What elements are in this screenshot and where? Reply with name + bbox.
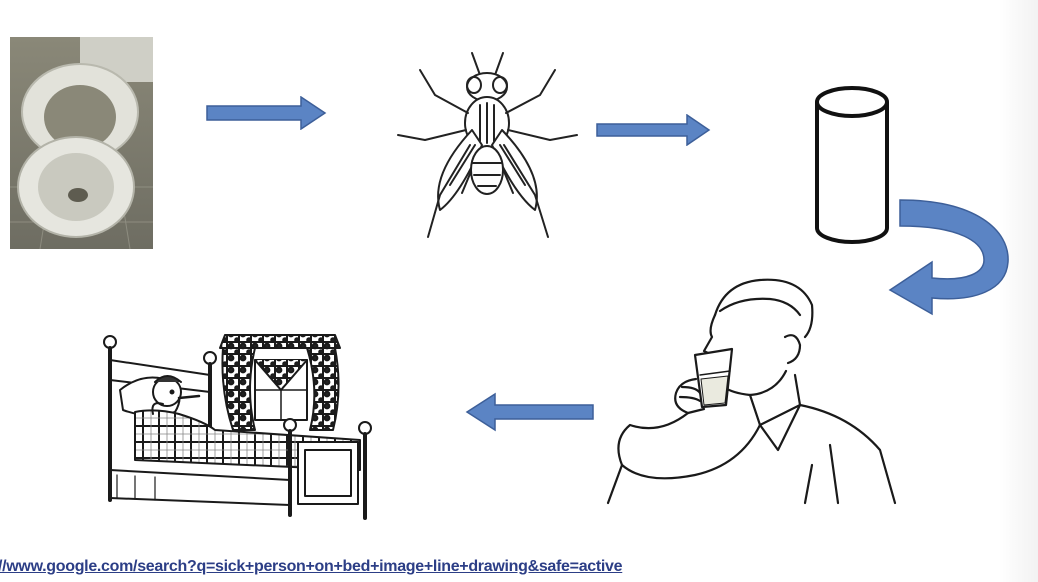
sick-person-in-bed-drawing	[95, 330, 380, 520]
source-url-caption[interactable]: //www.google.com/search?q=sick+person+on…	[0, 558, 622, 576]
toilet-photo	[10, 37, 153, 249]
arrow-right-2	[595, 114, 711, 146]
arrow-right-1	[205, 96, 327, 130]
housefly-drawing	[390, 45, 585, 245]
man-drinking-drawing	[600, 275, 900, 505]
arrow-left	[465, 392, 595, 432]
